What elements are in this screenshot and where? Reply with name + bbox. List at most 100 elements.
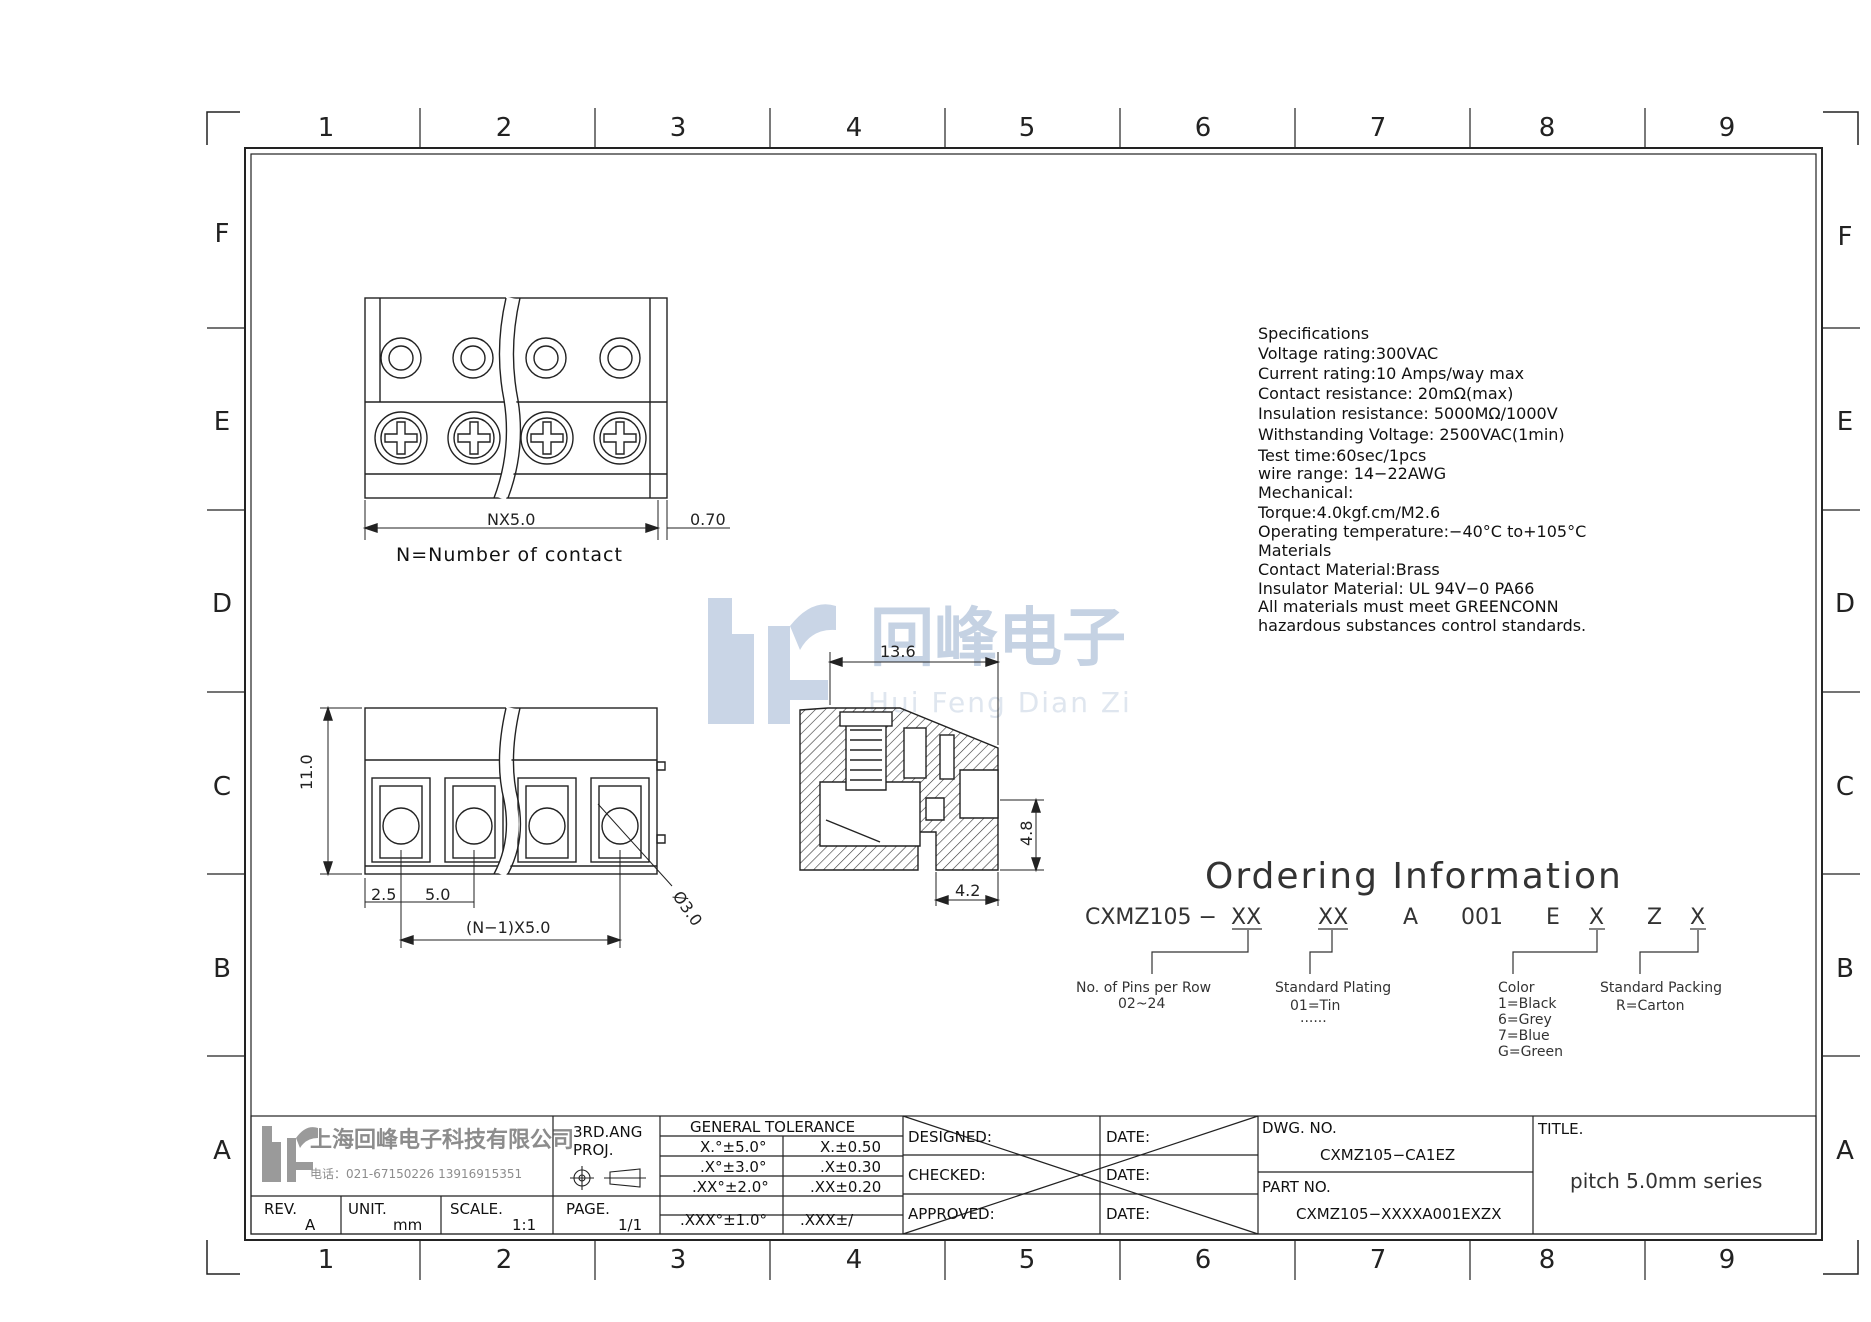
grid-row-label: F [215, 219, 230, 249]
screw-heads [374, 411, 647, 465]
grid-row-label: F [1838, 222, 1853, 252]
unit-label: UNIT. [348, 1200, 387, 1218]
dim-front-width: NX5.0 [487, 510, 535, 529]
title-label: TITLE. [1537, 1120, 1583, 1138]
spec-line: Operating temperature:−40°C to+105°C [1258, 522, 1586, 541]
watermark-logo [708, 598, 836, 724]
corner-marks [206, 111, 1859, 1275]
grid-col-label: 1 [318, 1245, 335, 1275]
tolerance-linear-3: .XXX±/ [800, 1211, 854, 1229]
ordering-information: Ordering Information CXMZ105 − XX XX A 0… [1076, 856, 1722, 1060]
rev-value: A [305, 1216, 316, 1234]
grid-col-label: 2 [496, 1245, 513, 1275]
grid-col-label: 4 [846, 113, 863, 143]
tolerance-angle-3: .XXX°±1.0° [680, 1211, 767, 1229]
front-view [362, 296, 730, 540]
spec-line: Current rating:10 Amps/way max [1258, 364, 1524, 383]
dim-bottom-a: 2.5 [371, 885, 396, 904]
ordering-code-z: Z [1647, 905, 1662, 930]
grid-row-label: A [1836, 1136, 1854, 1166]
tolerance-angle-0: X.°±5.0° [700, 1138, 766, 1156]
scale-label: SCALE. [450, 1200, 503, 1218]
spec-line: Test time:60sec/1pcs [1257, 446, 1426, 465]
front-view-caption: N=Number of contact [396, 544, 623, 566]
ordering-color-value: G=Green [1498, 1044, 1563, 1060]
ordering-code-e: E [1546, 905, 1560, 930]
outer-frame [244, 147, 1823, 1241]
dim-side-foot: 4.2 [955, 881, 980, 900]
grid-col-label: 5 [1019, 113, 1036, 143]
tolerance-angle-2: .XX°±2.0° [692, 1178, 769, 1196]
watermark: 回峰电子 Hui Feng Dian Zi [708, 598, 1130, 724]
company-name: 上海回峰电子科技有限公司 [310, 1127, 574, 1153]
grid-ticks [207, 108, 1860, 1280]
approved-label: APPROVED: [908, 1205, 995, 1223]
ordering-plating-label: Standard Plating [1275, 980, 1391, 996]
grid-row-label: D [212, 589, 232, 619]
wire-entry-holes [380, 337, 641, 379]
dim-bottom-b: 5.0 [425, 885, 450, 904]
ordering-packing-label: Standard Packing [1600, 980, 1722, 996]
ordering-color-value: 1=Black [1498, 996, 1557, 1012]
grid-row-label: C [1836, 772, 1854, 802]
tolerance-linear-1: .X±0.30 [820, 1158, 881, 1176]
part-no-label: PART NO. [1262, 1178, 1331, 1196]
spec-line: Contact resistance: 20mΩ(max) [1258, 384, 1513, 403]
spec-line: Insulator Material: UL 94V−0 PA66 [1258, 579, 1534, 598]
grid-row-labels-right: F E D C B A [1835, 222, 1855, 1166]
dim-bottom-hole: Ø3.0 [669, 887, 706, 929]
designed-label: DESIGNED: [908, 1128, 992, 1146]
checked-label: CHECKED: [908, 1166, 986, 1184]
ordering-code-color: X [1589, 905, 1604, 930]
grid-row-label: B [1836, 954, 1854, 984]
ordering-plating-value: 01=Tin [1290, 998, 1340, 1014]
grid-row-label: A [213, 1136, 231, 1166]
page-label: PAGE. [566, 1200, 610, 1218]
specifications: Specifications Voltage rating:300VAC Cur… [1257, 324, 1586, 635]
dim-side-height: 4.8 [1017, 821, 1036, 846]
tolerance-angle-1: .X°±3.0° [700, 1158, 766, 1176]
spec-line: wire range: 14−22AWG [1258, 464, 1446, 483]
grid-col-label: 2 [496, 113, 513, 143]
spec-line: Materials [1258, 541, 1331, 560]
projection-label: 3RD.ANG [573, 1123, 642, 1141]
tolerance-header: GENERAL TOLERANCE [690, 1118, 855, 1136]
spec-line: Torque:4.0kgf.cm/M2.6 [1257, 503, 1440, 522]
page-value: 1/1 [618, 1216, 642, 1234]
grid-col-label: 7 [1370, 1245, 1387, 1275]
ordering-code-prefix: CXMZ105 − [1085, 905, 1217, 930]
dim-front-offset: 0.70 [690, 510, 726, 529]
side-section-view [799, 652, 1044, 906]
dim-bottom-pitch: (N−1)X5.0 [466, 918, 550, 937]
grid-col-label: 8 [1539, 113, 1556, 143]
grid-row-label: D [1835, 589, 1855, 619]
ordering-color-label: Color [1498, 980, 1535, 996]
ordering-code-pins: XX [1231, 905, 1261, 930]
grid-row-label: B [213, 954, 231, 984]
drawing-title: pitch 5.0mm series [1570, 1169, 1762, 1193]
ordering-pins-range: 02~24 [1118, 996, 1165, 1012]
scale-value: 1:1 [512, 1216, 536, 1234]
grid-col-label: 9 [1719, 113, 1736, 143]
company-phone: 电话：021-67150226 13916915351 [310, 1167, 522, 1181]
ordering-color-value: 6=Grey [1498, 1012, 1552, 1028]
tolerance-linear-2: .XX±0.20 [810, 1178, 881, 1196]
spec-line: All materials must meet GREENCONN [1258, 597, 1559, 616]
grid-row-labels-left: F E D C B A [212, 219, 232, 1166]
grid-col-label: 5 [1019, 1245, 1036, 1275]
grid-column-labels-top: 1 2 3 4 5 6 7 8 9 [318, 113, 1736, 143]
spec-line: Insulation resistance: 5000MΩ/1000V [1258, 404, 1558, 423]
ordering-code-a: A [1403, 905, 1418, 930]
ordering-packing-value: R=Carton [1616, 998, 1685, 1014]
spec-line: Voltage rating:300VAC [1258, 344, 1438, 363]
dim-bottom-height: 11.0 [297, 754, 316, 790]
designed-date-label: DATE: [1106, 1128, 1150, 1146]
ordering-leaders [1151, 928, 1706, 974]
title-block [250, 1115, 1817, 1235]
spec-line: Mechanical: [1258, 483, 1353, 502]
checked-date-label: DATE: [1106, 1166, 1150, 1184]
grid-row-label: E [1837, 407, 1853, 437]
ordering-code-plating: XX [1318, 905, 1348, 930]
grid-col-label: 9 [1719, 1245, 1736, 1275]
